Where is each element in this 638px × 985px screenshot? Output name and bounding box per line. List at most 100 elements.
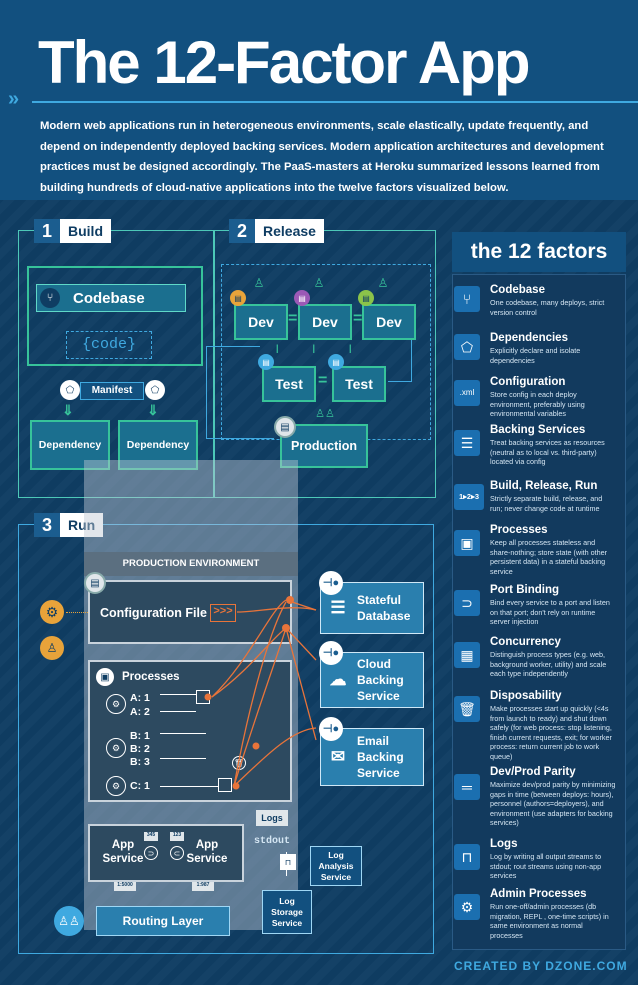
test-label-1: Test — [275, 376, 303, 392]
branch-icon: ⑂ — [454, 286, 480, 312]
config-gear-icon: ⚙ — [40, 600, 64, 624]
dev-badge-1: ▤ — [230, 290, 246, 306]
cloud-icon: ☁ — [329, 670, 347, 689]
port-d: 1:987 — [192, 882, 214, 891]
factor-name: Backing Services — [490, 424, 586, 436]
config-dotted-line — [66, 612, 92, 613]
test-box-1: Test — [262, 366, 316, 402]
process-b-arrows — [160, 733, 206, 759]
config-arrows: >>> — [210, 604, 236, 622]
process-a-icon: ⚙ — [106, 694, 126, 714]
build-to-production-line-h — [206, 438, 274, 439]
factor-name: Concurrency — [490, 636, 561, 648]
double-chevron-icon: » — [8, 88, 20, 110]
eq-1: = — [288, 310, 298, 327]
email-backing-box: ⊣● ✉ Email Backing Service — [319, 717, 424, 786]
proc-c1: C: 1 — [130, 780, 150, 792]
dependency-label-2: Dependency — [126, 439, 190, 451]
log-analysis-box: Log Analysis Service — [310, 846, 362, 886]
port-b: 123 — [170, 832, 184, 841]
dependency-box-2: Dependency — [118, 420, 198, 470]
build-number: 1 — [34, 219, 60, 243]
factor-desc: Maximize dev/prod parity by minimizing g… — [490, 780, 616, 828]
release-badge: 2 Release — [229, 219, 324, 243]
dev-user-icon-3: ♙ — [377, 276, 389, 290]
page-title: The 12-Factor App — [38, 29, 531, 96]
factor-name: Configuration — [490, 376, 566, 388]
dev-box-3: Dev — [362, 304, 416, 340]
codebase-label: Codebase — [73, 289, 145, 307]
stateful-db-label: Stateful Database — [357, 593, 411, 623]
equals-icon: ═ — [454, 774, 480, 800]
proc-b2: B: 2 — [130, 743, 150, 755]
factor-desc: Keep all processes stateless and share-n… — [490, 538, 608, 576]
factor-name: Dev/Prod Parity — [490, 766, 576, 778]
port-a: 345 — [144, 832, 158, 841]
eq-3: = — [318, 372, 328, 389]
factor-desc: Make processes start up quickly (<4s fro… — [490, 704, 612, 761]
run-badge: 3 Run — [34, 513, 104, 537]
grid-icon: ▦ — [454, 642, 480, 668]
manifest-left-icon: ⬠ — [60, 380, 80, 400]
app-ear-icon-1: ⊃ — [144, 846, 158, 860]
door-icon: ⊓ — [454, 844, 480, 870]
config-file-icon: ▤ — [84, 572, 106, 594]
codebase-container — [27, 266, 203, 366]
build-frame — [18, 230, 214, 498]
app-service-panel — [88, 824, 244, 882]
factors-panel — [452, 274, 626, 950]
build-label: Build — [68, 223, 103, 239]
email-icon: ✉ — [330, 747, 346, 766]
production-environment-title: PRODUCTION ENVIRONMENT — [84, 552, 298, 576]
process-c-icon: ⚙ — [106, 776, 126, 796]
email-backing-label: Email Backing Service — [357, 734, 404, 780]
factor-name: Processes — [490, 524, 548, 536]
production-badge: ▤ — [274, 416, 296, 438]
run-number: 3 — [34, 513, 60, 537]
proc-a2: A: 2 — [130, 706, 150, 718]
email-backing-plug-icon: ⊣● — [319, 717, 343, 741]
factors-title: the 12 factors — [452, 232, 626, 272]
test-badge-2: ▤ — [328, 354, 344, 370]
xml-file-icon: .xml — [454, 380, 480, 406]
factor-name: Disposability — [490, 690, 562, 702]
stdout-label: stdout — [254, 836, 291, 847]
log-storage-box: Log Storage Service — [262, 890, 312, 934]
routing-layer-label: Routing Layer — [122, 914, 204, 928]
processes-label: Processes — [122, 671, 180, 683]
code-tag: {code} — [66, 331, 152, 359]
process-a-box — [196, 690, 210, 704]
steps-icon: 1▸2▸3 — [454, 484, 484, 510]
factor-name: Admin Processes — [490, 888, 587, 900]
run-frame — [18, 524, 434, 954]
app-ear-icon-2: ⊂ — [170, 846, 184, 860]
manifest-label: Manifest — [80, 382, 144, 400]
stateful-db-box: ⊣● ☰ Stateful Database — [319, 571, 424, 634]
factor-desc: One codebase, many deploys, strict versi… — [490, 298, 605, 317]
intro-text: Modern web applications run in heterogen… — [40, 120, 604, 194]
dev-label-3: Dev — [376, 314, 402, 330]
proc-a1: A: 1 — [130, 692, 150, 704]
return-arrow — [388, 340, 412, 382]
factor-desc: Treat backing services as resources (neu… — [490, 438, 605, 467]
test-badge-1: ▤ — [258, 354, 274, 370]
door-icon: ⊓ — [280, 854, 296, 870]
run-label: Run — [68, 517, 96, 533]
factor-desc: Store config in each deploy environment,… — [490, 390, 585, 419]
git-branch-icon: ⑂ — [40, 288, 60, 308]
gear-icon: ⚙ — [454, 894, 480, 920]
factor-desc: Run one-off/admin processes (db migratio… — [490, 902, 609, 940]
dependency-label-1: Dependency — [38, 439, 102, 451]
dev-user-icon-2: ♙ — [313, 276, 325, 290]
header-band — [0, 0, 638, 200]
dev-label-2: Dev — [312, 314, 338, 330]
production-label: Production — [291, 439, 357, 453]
log-storage-label: Log Storage Service — [271, 895, 303, 928]
proc-b3: B: 3 — [130, 756, 150, 768]
process-c-arrow — [160, 786, 218, 787]
eq-2: = — [353, 310, 363, 327]
proc-b1: B: 1 — [130, 730, 150, 742]
routing-users-icon: ♙♙ — [54, 906, 84, 936]
build-to-release-line — [206, 346, 260, 347]
test-box-2: Test — [332, 366, 386, 402]
